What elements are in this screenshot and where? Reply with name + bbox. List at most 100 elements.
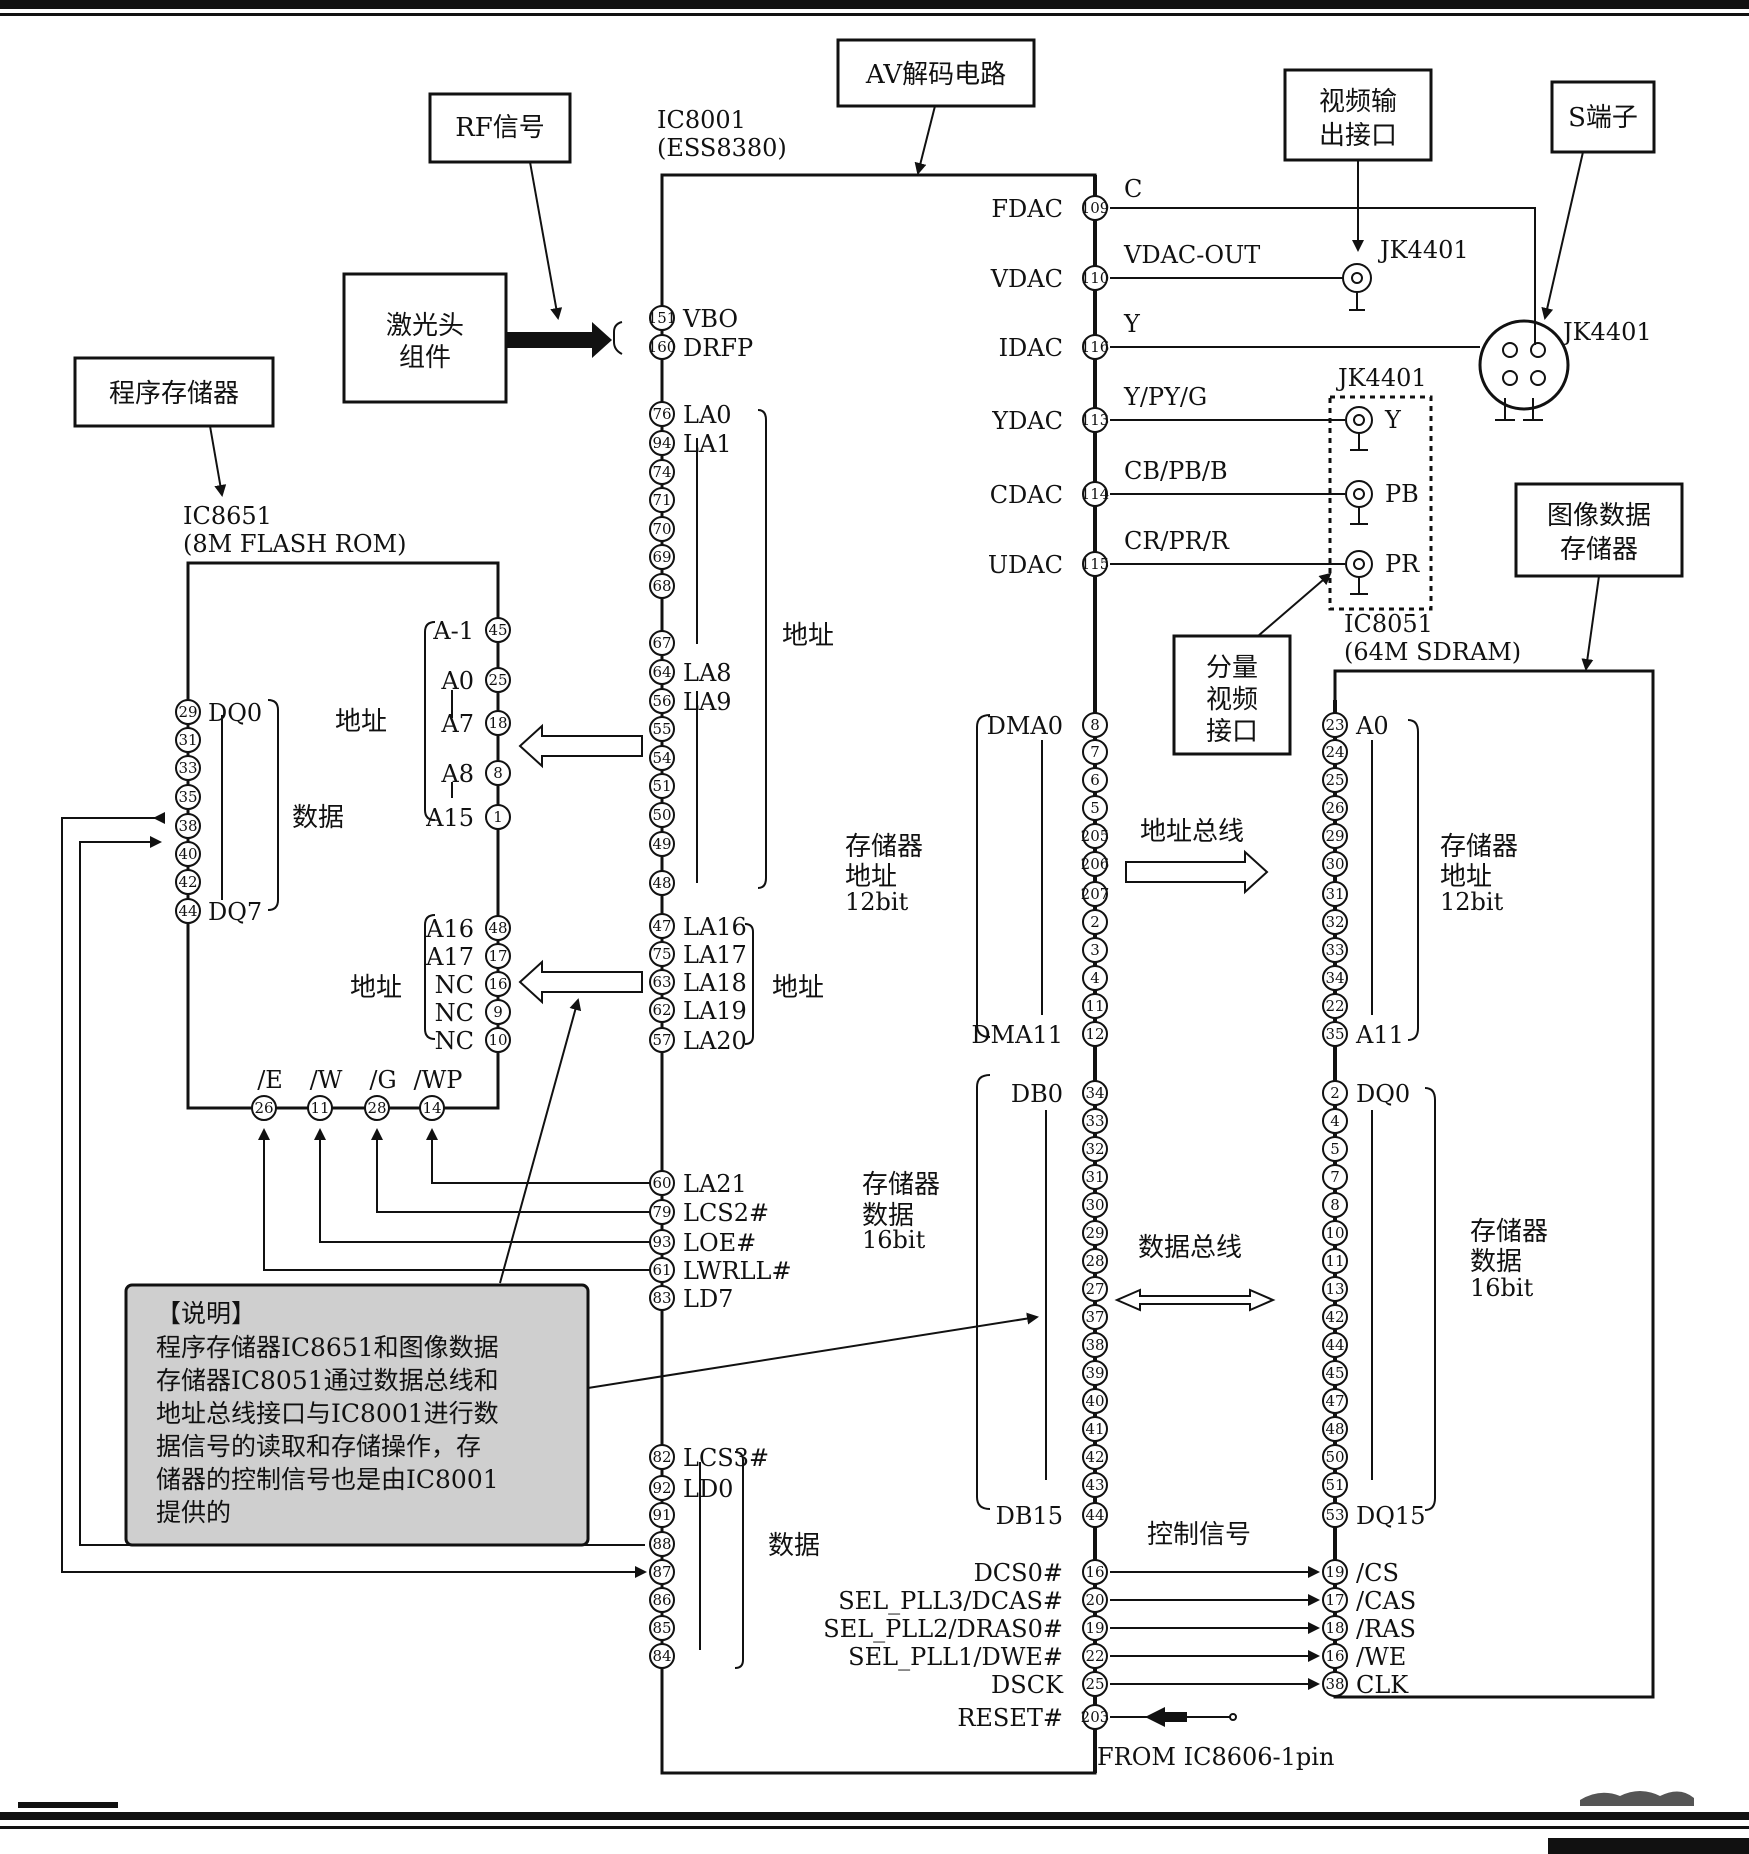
- ic8051-left-pin-44-num: 44: [1325, 1336, 1344, 1354]
- ic8651-left-pin-38-num: 38: [178, 817, 197, 835]
- ic8001-signal-4: CB/PB/B: [1124, 457, 1228, 485]
- ic8001-right-pin-206-num: 206: [1081, 855, 1110, 873]
- ic8651-bottom-pin-11-num: 11: [310, 1099, 329, 1117]
- ic8651-right-pin-18-num: 18: [488, 714, 507, 732]
- ic8651-bottom-pin-28-num: 28: [367, 1099, 386, 1117]
- ic8001-right-pin-30: 30: [1082, 1192, 1108, 1218]
- note-line-1: 程序存储器IC8651和图像数据: [156, 1333, 499, 1362]
- ic8051-left-pin-2: 2: [1322, 1080, 1348, 1106]
- ic8001-right-pin-109-num: 109: [1081, 199, 1110, 217]
- ic8001-right-pin-22-num: 22: [1085, 1647, 1104, 1665]
- ic8001-right-pin-206: 206: [1081, 851, 1110, 877]
- ic8051-left-pin-29: 29: [1322, 823, 1348, 849]
- ic8001-right-pin-20-num: 20: [1085, 1591, 1104, 1609]
- ic8001-left-pin-label-19: LA17: [683, 941, 747, 969]
- callout-rf-text: RF信号: [455, 113, 545, 143]
- ic8001-name: IC8001: [657, 106, 746, 134]
- ic8001-right-pin-40: 40: [1082, 1388, 1108, 1414]
- ic8051-left-pin-26: 26: [1322, 795, 1348, 821]
- ic8051-left-pin-25-num: 25: [1325, 771, 1344, 789]
- ic8001-right-pin-label-34: DCS0#: [974, 1559, 1063, 1587]
- ic8651-right-pin-9-num: 9: [493, 1003, 503, 1021]
- ic8051-left-pin-16-num: 16: [1325, 1647, 1344, 1665]
- ic8051-left-pin-47: 47: [1322, 1388, 1348, 1414]
- ic8001-right-pin-113: 113: [1081, 407, 1109, 433]
- label-addr-ic8001-top: 地址: [782, 621, 834, 651]
- ic8051-left-pin-51: 51: [1322, 1472, 1348, 1498]
- ic8051-left-pin-34-num: 34: [1325, 969, 1344, 987]
- ic8651-right-pin-16: 16: [485, 971, 511, 997]
- ic8651-left-pin-33-num: 33: [178, 759, 197, 777]
- ic8051-left-pin-48: 48: [1322, 1416, 1348, 1442]
- ic8001-right-pin-28-num: 28: [1085, 1252, 1104, 1270]
- ic8001-left-pin-70-num: 70: [652, 520, 671, 538]
- ic8051-left-pin-label-29: /CAS: [1356, 1587, 1416, 1615]
- ic8651-right-pin-label-5: A16: [425, 915, 474, 943]
- ic8051-left-pin-50-num: 50: [1325, 1448, 1344, 1466]
- ic8001-left-pin-94: 94: [649, 430, 675, 456]
- ic8001-right-pin-33: 33: [1082, 1108, 1108, 1134]
- bus-arrows: [518, 723, 1276, 1312]
- callout-av-text: AV解码电路: [865, 60, 1006, 90]
- ic8001-left-pin-68-num: 68: [652, 577, 671, 595]
- ic8051-left-pin-7: 7: [1322, 1164, 1348, 1190]
- ic8051-left-pin-10: 10: [1322, 1220, 1348, 1246]
- component-jack-pb: PB: [1345, 480, 1419, 525]
- ic8051-left-pin-42: 42: [1322, 1304, 1348, 1330]
- ic8051-left-pin-label-11: A11: [1355, 1021, 1404, 1049]
- ic8001-left-pin-label-25: LOE#: [683, 1229, 756, 1257]
- ic8001-left-pin-62-num: 62: [652, 1001, 671, 1019]
- ic8651-brackets: [221, 621, 453, 1040]
- ic8001-right-pin-4: 4: [1082, 965, 1108, 991]
- ic8651-bottom-pin-28: 28: [364, 1095, 390, 1121]
- ic8651-right-pin-16-num: 16: [488, 975, 507, 993]
- ic8051-left-pin-label-31: /WE: [1356, 1643, 1406, 1671]
- ic8051-left-pin-17-num: 17: [1325, 1591, 1344, 1609]
- ic8001-left-pin-label-24: LCS2#: [683, 1199, 769, 1227]
- ic8001-left-pin-50: 50: [649, 802, 675, 828]
- ic8001-left-pin-67: 67: [649, 630, 675, 656]
- ic8051-left-pin-38: 38: [1322, 1671, 1348, 1697]
- ic8001-right-pin-label-2: IDAC: [999, 334, 1063, 362]
- ic8001-left-pin-85: 85: [649, 1615, 675, 1641]
- ic8051-left-pin-19: 19: [1322, 1559, 1348, 1585]
- ic8051-left-pin-17: 17: [1322, 1587, 1348, 1613]
- ic8001-left-pin-label-18: LA16: [683, 913, 747, 941]
- ic8001-right-pin-7: 7: [1082, 739, 1108, 765]
- ic8001-right-pin-8-num: 8: [1090, 716, 1100, 734]
- ic8001-body: [660, 173, 1097, 1775]
- jk-comp-label: JK4401: [1335, 364, 1427, 392]
- ic8651-right-pin-10-num: 10: [488, 1031, 507, 1049]
- ic8051-left-pin-label-0: A0: [1355, 712, 1389, 740]
- component-jack-pr: PR: [1345, 550, 1420, 595]
- ic8001-left-pin-label-20: LA18: [683, 969, 747, 997]
- label-mem-data-l2: 数据: [862, 1201, 914, 1231]
- ic8051-left-pin-22: 22: [1322, 993, 1348, 1019]
- ic8051-left-pin-38-num: 38: [1325, 1675, 1344, 1693]
- ic8001-right-pin-label-36: SEL_PLL2/DRAS0#: [823, 1615, 1063, 1643]
- ic8051-left-pin-7-num: 7: [1330, 1168, 1340, 1186]
- ic8001-right-pin-110: 110: [1081, 265, 1109, 291]
- ic8051-left-pin-31-num: 31: [1325, 885, 1344, 903]
- callout-image-memory-l2: 存储器: [1560, 535, 1638, 565]
- ic8001-right-pin-label-4: CDAC: [990, 481, 1063, 509]
- ic8651-signal-lines: [61, 812, 662, 1578]
- ic8651-left-pin-40: 40: [175, 841, 201, 867]
- ic8651-right-pin-18: 18: [485, 710, 511, 736]
- callout-arrows: [209, 105, 1600, 671]
- ic8051-left-pin-26-num: 26: [1325, 799, 1344, 817]
- note-arrows: [499, 998, 1039, 1389]
- ic8001-right-pin-28: 28: [1082, 1248, 1108, 1274]
- ic8001-left-pin-64: 64: [649, 659, 675, 685]
- ic8051-left-pin-18: 18: [1322, 1615, 1348, 1641]
- ic8001-left-pin-label-27: LCS3#: [683, 1444, 769, 1472]
- ic8001-right-pin-207-num: 207: [1081, 885, 1110, 903]
- ic8001-signal-2: Y: [1123, 310, 1141, 338]
- component-jack-group: [1328, 395, 1433, 611]
- ic8051-left-pin-35-num: 35: [1325, 1025, 1344, 1043]
- ic8001-right-pin-38-num: 38: [1085, 1336, 1104, 1354]
- ic8001-left-pin-92-num: 92: [652, 1479, 671, 1497]
- control-lines: [1110, 1566, 1320, 1727]
- ic8001-left-pin-label-21: LA19: [683, 997, 747, 1025]
